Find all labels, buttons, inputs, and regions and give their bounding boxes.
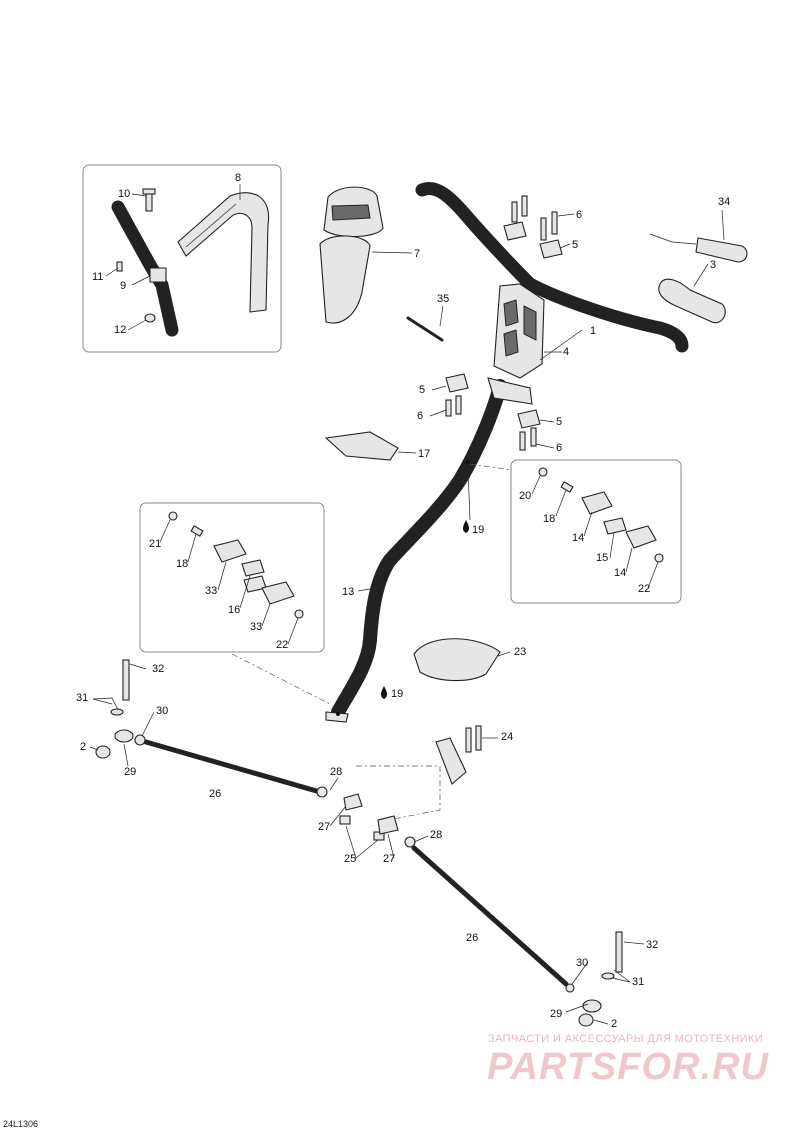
callout-30b: 30 (576, 957, 588, 969)
riser-block (493, 283, 545, 379)
callout-22b: 22 (276, 639, 288, 651)
steering-cover (319, 186, 413, 324)
tie-rod-upper (143, 739, 323, 795)
callout-15: 15 (596, 552, 608, 564)
watermark-logo: PARTSFOR.RU (487, 1046, 769, 1088)
callout-4: 4 (563, 346, 569, 358)
bolts-6 (445, 195, 558, 451)
inset-frame-handlebar-pad (82, 164, 282, 353)
callout-6c: 6 (556, 442, 562, 454)
callout-18a: 18 (543, 513, 555, 525)
boot-23 (413, 638, 501, 682)
callout-10: 10 (118, 188, 130, 200)
callout-21: 21 (149, 538, 161, 550)
clamp-assembly-left (168, 511, 304, 619)
lubricant-point-icon (466, 460, 470, 464)
handlebar (415, 182, 689, 353)
callout-27b: 27 (383, 853, 395, 865)
callout-6b: 6 (417, 410, 423, 422)
callout-22a: 22 (638, 583, 650, 595)
pin-11 (116, 261, 123, 272)
callout-12: 12 (114, 324, 126, 336)
callout-8: 8 (235, 172, 241, 184)
callout-30a: 30 (156, 705, 168, 717)
callout-26a: 26 (209, 788, 221, 800)
callout-7: 7 (414, 248, 420, 260)
callout-11: 11 (92, 271, 103, 283)
callout-13: 13 (342, 586, 354, 598)
clamp-assembly-right (538, 467, 664, 563)
callout-18b: 18 (176, 558, 188, 570)
plate-17 (324, 431, 399, 461)
lubricant-drop-icon (462, 520, 470, 533)
watermark-tagline: ЗАПЧАСТИ И АКСЕССУАРЫ ДЛЯ МОТОТЕХНИКИ (488, 1033, 764, 1045)
inset-frame-clamp-right (510, 459, 682, 604)
callout-20: 20 (519, 490, 531, 502)
callout-31b: 31 (632, 976, 644, 988)
callout-28a: 28 (330, 766, 342, 778)
callout-14b: 14 (614, 567, 626, 579)
callout-17: 17 (418, 448, 430, 460)
callout-16: 16 (228, 604, 240, 616)
callout-2a: 2 (80, 741, 86, 753)
callout-19a: 19 (472, 524, 484, 536)
callout-24: 24 (501, 731, 513, 743)
callout-5a: 5 (572, 239, 578, 251)
callout-9: 9 (120, 280, 126, 292)
inset-frame-clamp-left (139, 502, 325, 653)
tie-rod-lower (411, 845, 569, 987)
callout-26b: 26 (466, 932, 478, 944)
grip-heated-34 (649, 233, 748, 263)
callout-34: 34 (718, 196, 730, 208)
callout-2b: 2 (611, 1018, 617, 1030)
callout-33a: 33 (205, 585, 217, 597)
callout-1: 1 (590, 325, 596, 337)
steering-column (325, 377, 533, 723)
lubricant-drop-icon (380, 686, 388, 699)
callout-5c: 5 (556, 416, 562, 428)
callout-14a: 14 (572, 532, 584, 544)
callout-19b: 19 (391, 688, 403, 700)
leader-lines (89, 184, 725, 1025)
grip-3 (658, 278, 726, 324)
callout-5b: 5 (419, 384, 425, 396)
callout-32a: 32 (152, 663, 164, 675)
clamp-caps (445, 221, 563, 429)
callout-29a: 29 (124, 766, 136, 778)
rod-end-hardware (95, 659, 623, 1027)
clip-9 (149, 267, 167, 283)
handlebar-pad-assembly (111, 188, 270, 337)
callout-32b: 32 (646, 939, 658, 951)
callout-6a: 6 (576, 209, 582, 221)
nut-12 (144, 313, 156, 323)
drawing-code: 24L1306 (3, 1119, 39, 1129)
bolt-10 (145, 192, 153, 212)
lubricant-point-icon (336, 712, 340, 716)
callout-3: 3 (710, 259, 716, 271)
callout-33b: 33 (250, 621, 262, 633)
callout-31a: 31 (76, 692, 88, 704)
callout-23: 23 (514, 646, 526, 658)
callout-27a: 27 (318, 821, 330, 833)
callout-35: 35 (437, 293, 449, 305)
callout-25: 25 (344, 853, 356, 865)
callout-29b: 29 (550, 1008, 562, 1020)
handlebar-pad (177, 192, 270, 313)
rod-35 (406, 316, 444, 342)
callout-28b: 28 (430, 829, 442, 841)
